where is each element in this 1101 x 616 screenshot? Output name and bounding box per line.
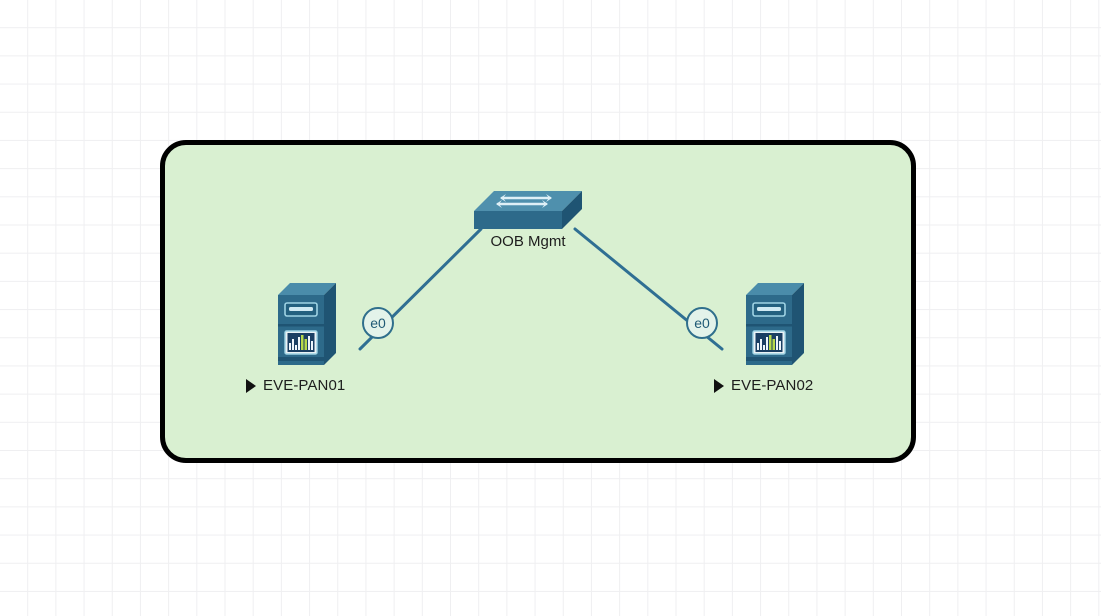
- play-triangle-icon: [246, 378, 256, 393]
- server-icon[interactable]: [276, 281, 338, 372]
- node-eve-pan01[interactable]: EVE-PAN01: [246, 281, 345, 394]
- server-icon[interactable]: [744, 281, 806, 372]
- play-triangle-icon: [714, 378, 724, 393]
- switch-label: OOB Mgmt: [490, 233, 566, 250]
- node-switch[interactable]: OOB Mgmt: [472, 189, 584, 250]
- switch-icon[interactable]: [472, 189, 584, 236]
- node-label-eve-pan02: EVE-PAN02: [714, 377, 813, 394]
- node-label-eve-pan01: EVE-PAN01: [246, 377, 345, 394]
- interface-badge-eve-pan01-e0[interactable]: e0: [362, 307, 394, 339]
- node-label-text: EVE-PAN01: [263, 377, 346, 394]
- node-eve-pan02[interactable]: EVE-PAN02: [714, 281, 813, 394]
- interface-badge-eve-pan02-e0[interactable]: e0: [686, 307, 718, 339]
- node-label-text: EVE-PAN02: [731, 377, 814, 394]
